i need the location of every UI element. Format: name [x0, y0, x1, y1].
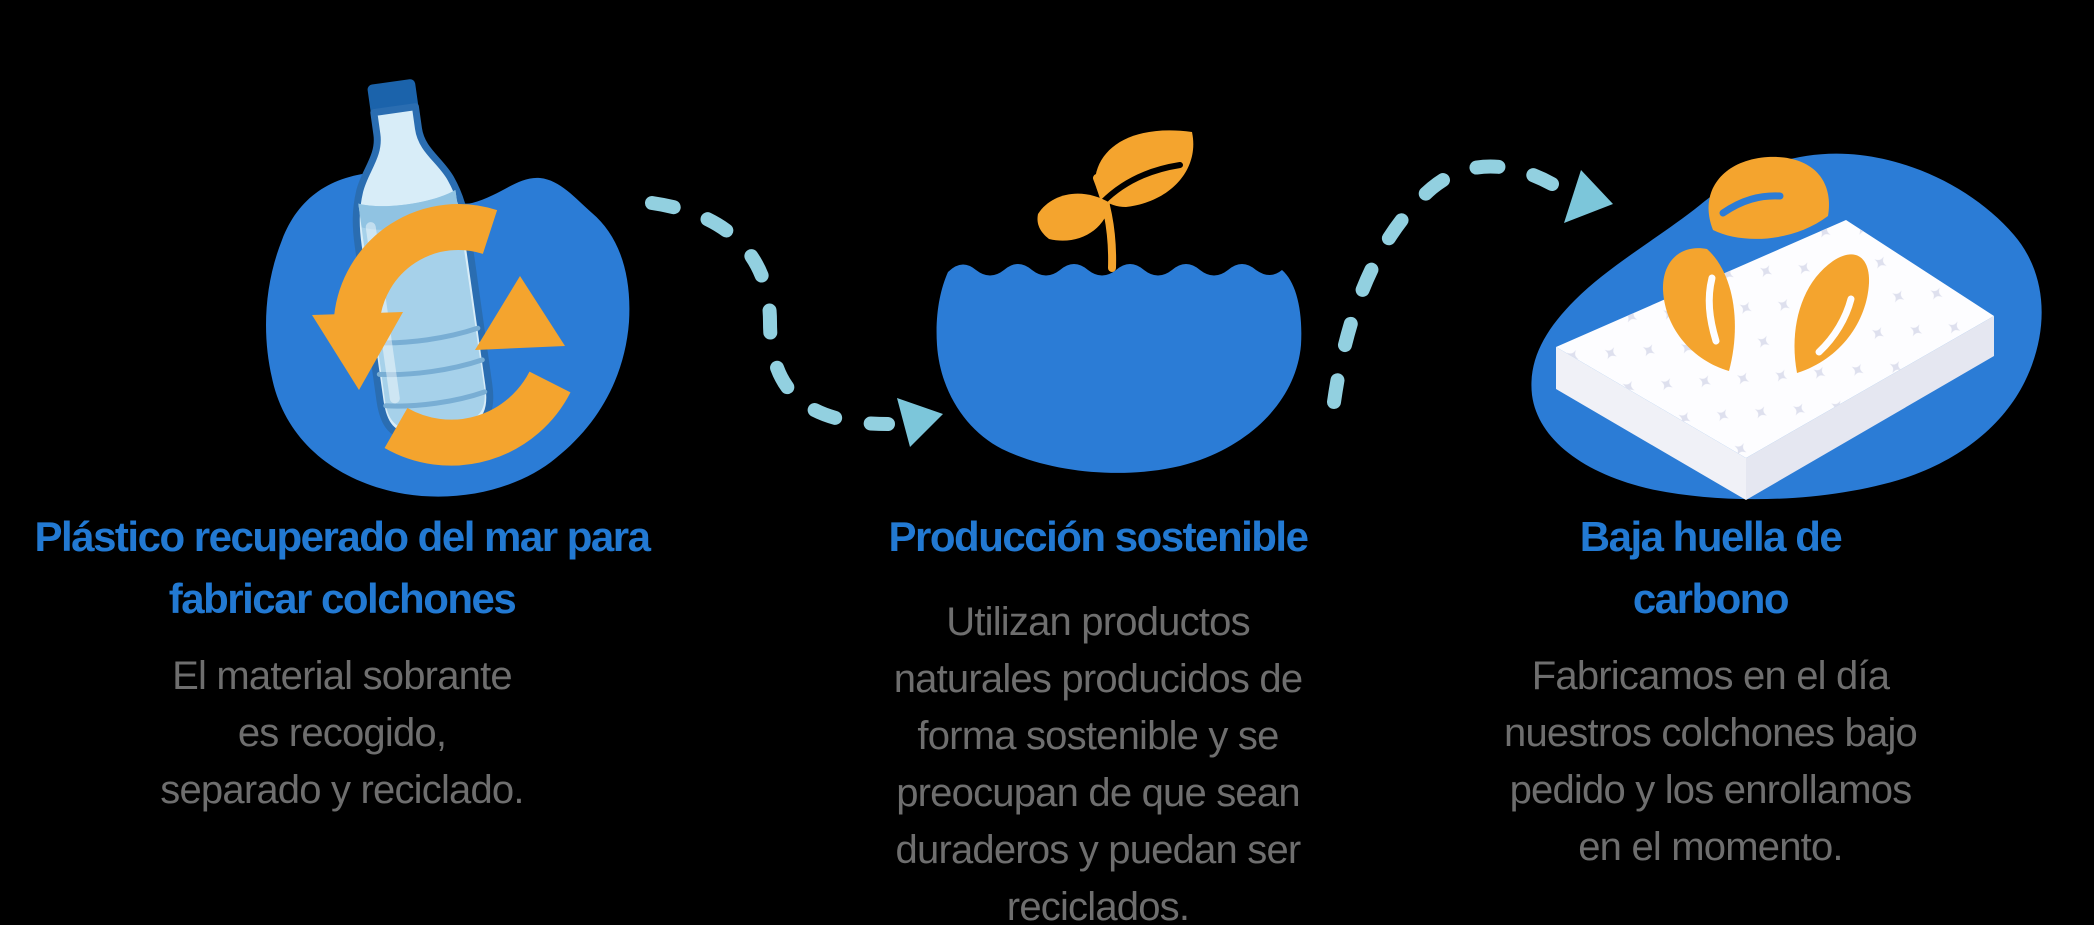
step-3: Baja huella de carbono Fabricamos en el …	[1438, 506, 1983, 876]
step-1-body: El material sobrante es recogido, separa…	[160, 654, 524, 812]
step-2: Producción sostenible Utilizan productos…	[822, 506, 1374, 925]
mattress-icon	[1556, 220, 1994, 500]
dashed-curve-1	[645, 196, 895, 431]
mattress-quilting	[1556, 220, 1994, 458]
sprout-icon	[1037, 130, 1194, 272]
leaf-icon	[1794, 254, 1870, 373]
recycle-arrowhead-left	[312, 312, 403, 390]
leaf-slit	[1705, 274, 1720, 345]
leaf-slit	[1815, 295, 1855, 356]
dashed-curve-2	[1327, 159, 1559, 409]
leaf-slit	[1719, 192, 1784, 217]
recycle-arc-lower	[384, 370, 571, 466]
recycle-leaves-icon	[1662, 156, 1870, 373]
water-plant-icon	[936, 130, 1302, 473]
leaf-icon	[1037, 193, 1110, 241]
mattress-side-left	[1556, 347, 1746, 500]
mattress-side-right	[1746, 316, 1994, 500]
arrowhead-2	[1564, 170, 1613, 223]
recycle-arrowhead-right	[475, 276, 565, 350]
step-3-body: Fabricamos en el día nuestros colchones …	[1504, 654, 1918, 869]
arrowhead-1	[897, 398, 943, 447]
step-2-title: Producción sostenible	[888, 513, 1309, 560]
bottle-recycle-icon	[266, 79, 630, 497]
recycle-arc-upper	[334, 203, 498, 322]
mattress-leaves-icon	[1531, 153, 2042, 500]
step-1: Plástico recuperado del mar para fabrica…	[0, 506, 692, 819]
step-1-title: Plástico recuperado del mar para fabrica…	[34, 513, 651, 622]
recycle-arrows-icon	[312, 203, 571, 466]
dashed-arrow-icon	[1327, 159, 1613, 409]
water-blob-shape	[936, 264, 1302, 473]
leaf-slit	[1100, 162, 1183, 205]
step-3-title: Baja huella de carbono	[1579, 513, 1843, 622]
dashed-arrow-icon	[645, 196, 943, 447]
step-2-body: Utilizan productos naturales producidos …	[893, 600, 1303, 925]
